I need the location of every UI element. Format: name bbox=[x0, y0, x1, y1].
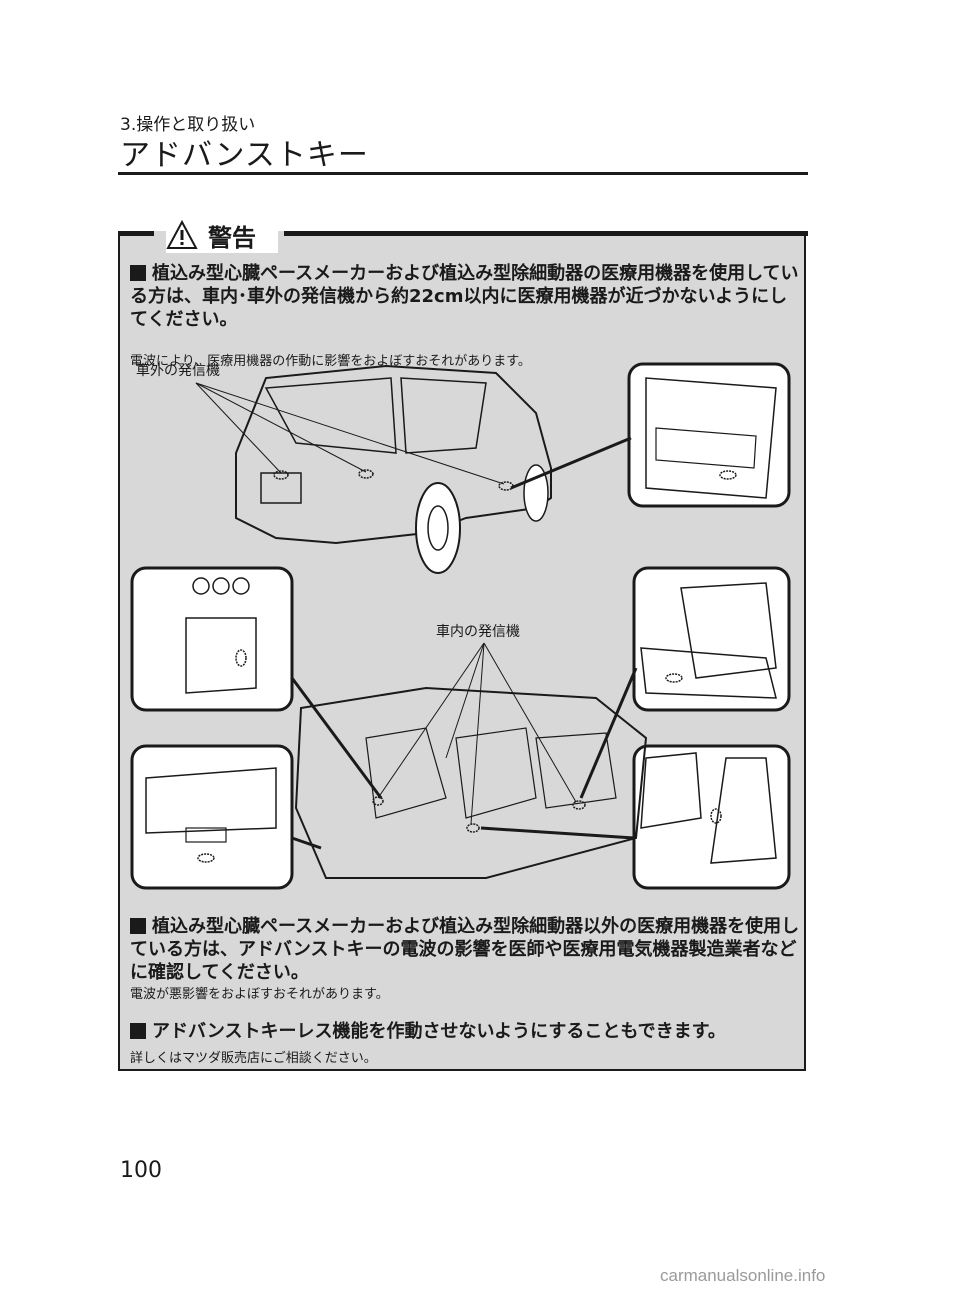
warning-item-3-note: 詳しくはマツダ販売店にご相談ください。 bbox=[130, 1051, 377, 1066]
exterior-car-illustration bbox=[235, 364, 552, 574]
page-number: 100 bbox=[120, 1158, 162, 1183]
title-divider bbox=[118, 172, 808, 175]
page-title: アドバンストキー bbox=[120, 138, 369, 173]
watermark: carmanualsonline.info bbox=[660, 1266, 826, 1285]
warning-item-2-note: 電波が悪影響をおよぼすおそれがあります。 bbox=[130, 987, 389, 1002]
warning-item-3: アドバンストキーレス機能を作動させないようにすることもできます。 bbox=[130, 1020, 800, 1043]
glovebox-inset bbox=[130, 744, 294, 890]
warning-item-2: 植込み型心臓ペースメーカーおよび植込み型除細動器以外の医療用機器を使用している方… bbox=[130, 916, 800, 983]
warning-item-1-note: 電波により、医療用機器の作動に影響をおよぼすおそれがあります。 bbox=[130, 354, 531, 369]
warning-top-rule-right bbox=[284, 231, 808, 236]
warning-item-1: 植込み型心臓ペースメーカーおよび植込み型除細動器の医療用機器を使用している方は、… bbox=[130, 263, 799, 330]
warning-label: 警告 bbox=[166, 217, 278, 253]
interior-car-illustration bbox=[294, 686, 648, 879]
exterior-transmitter-label: 車外の発信機 bbox=[136, 362, 220, 379]
rear-seat-inset bbox=[632, 566, 791, 712]
door-inset bbox=[627, 362, 791, 508]
front-seat-inset bbox=[632, 744, 791, 890]
bullet-square-icon bbox=[130, 1023, 146, 1039]
interior-transmitter-label: 車内の発信機 bbox=[436, 623, 520, 640]
transmitter-location-figure: 車外の発信機 bbox=[130, 362, 791, 890]
chapter-heading: 3.操作と取り扱い bbox=[120, 115, 256, 135]
warning-triangle-icon bbox=[166, 220, 198, 249]
bullet-square-icon bbox=[130, 265, 146, 281]
warning-top-rule-left bbox=[118, 231, 154, 236]
warning-label-text: 警告 bbox=[208, 223, 256, 252]
console-inset bbox=[130, 566, 294, 712]
bullet-square-icon bbox=[130, 918, 146, 934]
